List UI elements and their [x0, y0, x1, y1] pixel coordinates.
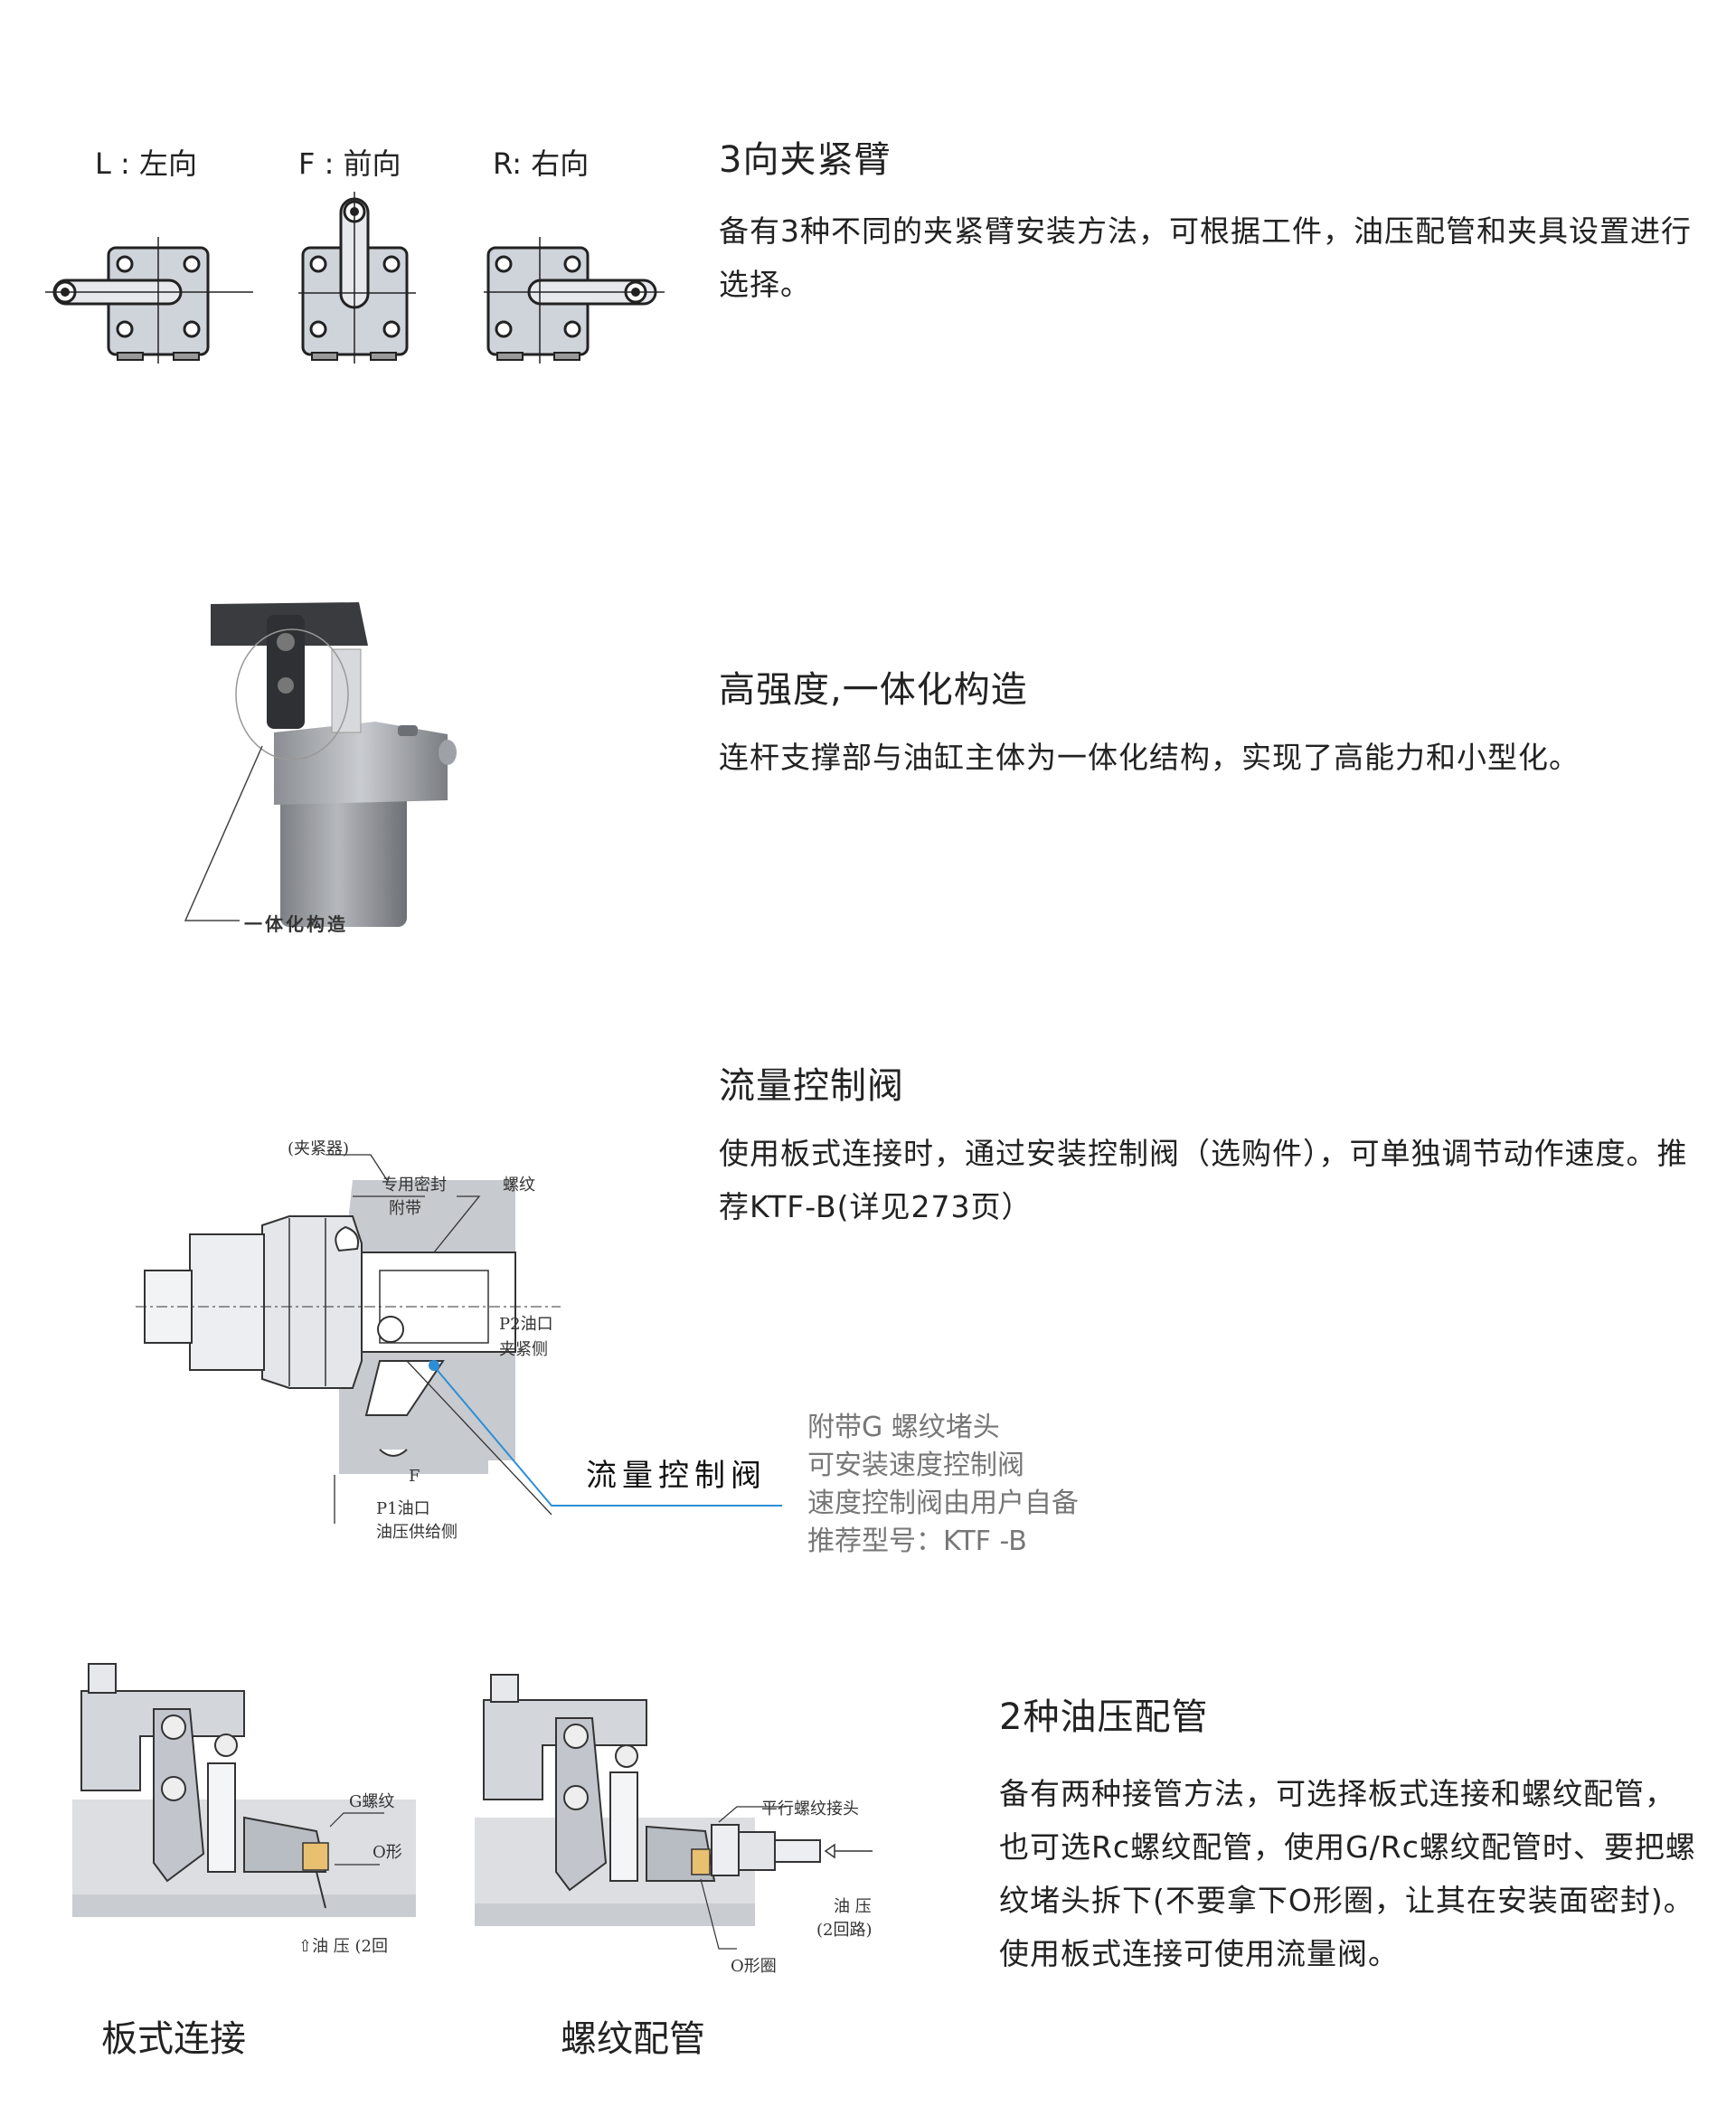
label-p2-side: 夹紧侧 [499, 1340, 548, 1359]
label-left: L : 左向 [95, 146, 197, 181]
flow-valve-section-diagram [136, 1154, 561, 1524]
right-label-parallel-joint: 平行螺纹接头 [761, 1800, 859, 1818]
caption-plate-connection: 板式连接 [101, 2018, 246, 2060]
label-attached: 附带 [389, 1199, 421, 1218]
section1-title: 3向夹紧臂 [719, 139, 892, 181]
section2-desc: 连杆支撑部与油缸主体为一体化结构，实现了高能力和小型化。 [719, 740, 1580, 775]
note-line: 附带G 螺纹堵头 [807, 1412, 1000, 1443]
flow-valve-callout: 流量控制阀 [586, 1458, 767, 1494]
section3-desc: 使用板式连接时，通过安装控制阀（选购件），可单独调节动作速度。推荐KTF-B(详… [719, 1136, 1688, 1224]
label-p1: P1油口 [376, 1499, 430, 1518]
section4-desc: 备有两种接管方法，可选择板式连接和螺纹配管，也可选Rc螺纹配管，使用G/Rc螺纹… [999, 1776, 1696, 1971]
right-label-oring: O形圈 [731, 1957, 777, 1976]
right-label-oil-2line: (2回路) [816, 1921, 873, 1940]
clamp-photo-illustration [184, 602, 457, 927]
label-p1-side: 油压供给侧 [376, 1523, 458, 1542]
label-right: R: 右向 [493, 146, 590, 181]
left-label-g-thread: G螺纹 [349, 1792, 395, 1811]
clamp-front-diagram [298, 192, 416, 364]
section1-desc: 备有3种不同的夹紧臂安装方法，可根据工件，油压配管和夹具设置进行选择。 [719, 213, 1692, 302]
label-front: F : 前向 [298, 146, 401, 181]
threaded-piping-diagram [475, 1674, 873, 1950]
note-line: 速度控制阀由用户自备 [807, 1488, 1079, 1519]
label-seal: 专用密封 [382, 1176, 447, 1195]
left-label-oring: O形 [373, 1843, 402, 1862]
label-p2: P2油口 [499, 1315, 553, 1334]
clamp-right-diagram [484, 237, 665, 364]
plate-connection-diagram [72, 1663, 416, 1917]
label-thread: 螺纹 [503, 1176, 535, 1195]
label-clamp: (夹紧器) [288, 1139, 350, 1158]
clamp-left-diagram [45, 237, 253, 364]
flow-valve-notes: 附带G 螺纹堵头 可安装速度控制阀 速度控制阀由用户自备 推荐型号：KTF -B [807, 1409, 1079, 1561]
section2-title: 高强度,一体化构造 [719, 669, 1028, 711]
label-f: F [409, 1467, 420, 1486]
section3-title: 流量控制阀 [719, 1065, 904, 1107]
flow-valve-blue-leader [429, 1360, 782, 1507]
caption-threaded-piping: 螺纹配管 [561, 2018, 705, 2060]
section4-title: 2种油压配管 [999, 1696, 1209, 1738]
integrated-callout: 一体化构造 [244, 913, 348, 935]
note-line: 可安装速度控制阀 [807, 1450, 1024, 1481]
note-line: 推荐型号：KTF -B [807, 1526, 1027, 1557]
left-label-oil: ⇧油 压 (2回 [298, 1937, 388, 1956]
right-label-oil: 油 压 [834, 1897, 872, 1916]
